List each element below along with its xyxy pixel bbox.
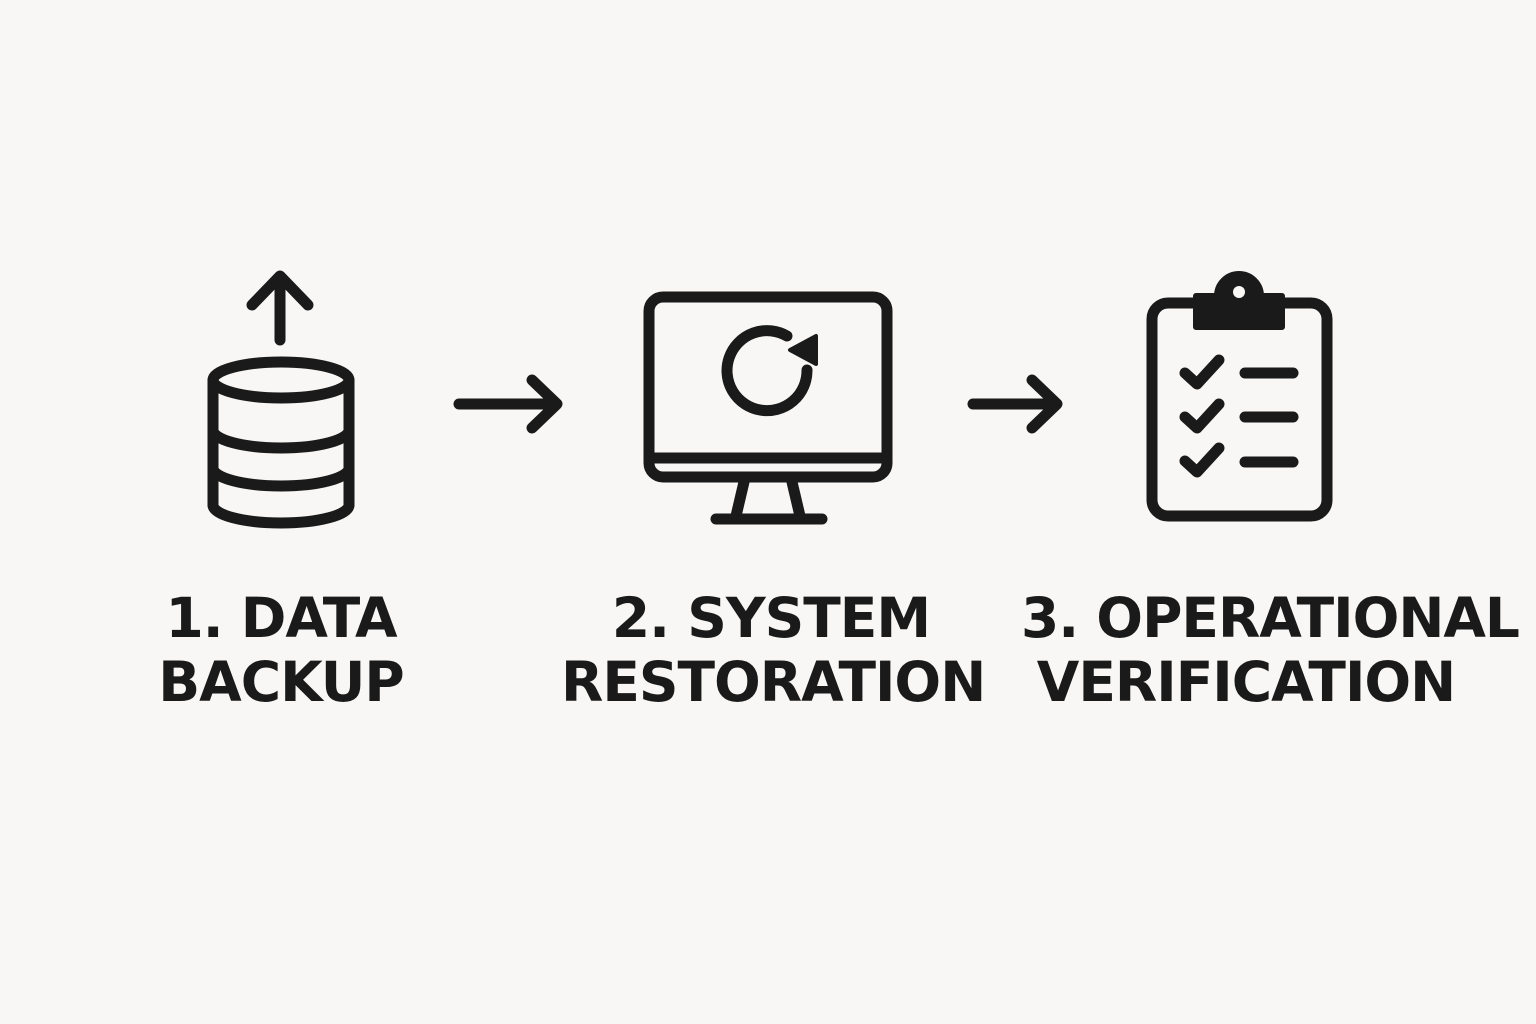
step-label-line2: RESTORATION: [561, 650, 986, 714]
monitor-refresh-icon: [636, 284, 900, 528]
arrow-right-icon: [964, 372, 1070, 436]
step-label-system-restoration: 2. SYSTEM RESTORATION: [561, 586, 986, 714]
clipboard-checklist-icon: [1140, 266, 1340, 528]
step-label-line1: 2. SYSTEM: [611, 586, 931, 650]
step-label-line1: 1. DATA: [165, 586, 397, 650]
arrow-right-icon: [450, 372, 570, 436]
step-label-data-backup: 1. DATA BACKUP: [131, 586, 431, 714]
step-label-line2: BACKUP: [158, 650, 404, 714]
database-upload-icon: [196, 262, 366, 540]
step-label-line1: 3. OPERATIONAL: [1021, 586, 1520, 650]
step-label-line2: VERIFICATION: [1036, 650, 1456, 714]
step-label-operational-verification: 3. OPERATIONAL VERIFICATION: [1021, 586, 1520, 714]
